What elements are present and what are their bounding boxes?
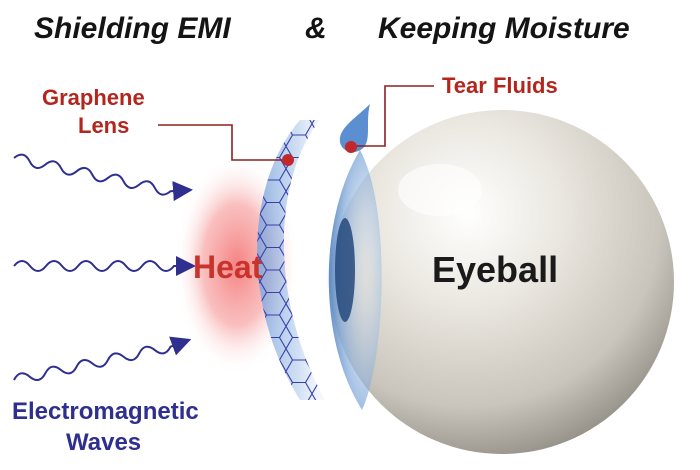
label-tear-fluids: Tear Fluids xyxy=(442,73,558,98)
label-waves: Waves xyxy=(66,429,141,456)
label-lens: Lens xyxy=(78,113,129,138)
heading-keeping-moisture: Keeping Moisture xyxy=(378,12,630,45)
wave-arrow-icon-bottom xyxy=(13,336,192,382)
label-eyeball: Eyeball xyxy=(432,249,558,290)
lens-marker-dot xyxy=(282,154,294,166)
eyeball-highlight xyxy=(398,164,482,216)
heading-shielding-emi: Shielding EMI xyxy=(34,12,231,45)
label-electromagnetic: Electromagnetic xyxy=(12,398,199,425)
label-heat: Heat xyxy=(193,249,263,285)
wave-arrow-icon-top xyxy=(13,153,194,202)
heading-ampersand: & xyxy=(305,12,327,45)
tear-drop-icon xyxy=(339,104,370,153)
tear-marker-dot xyxy=(345,141,357,153)
cornea xyxy=(328,150,382,410)
label-graphene: Graphene xyxy=(42,85,145,110)
pupil-edge xyxy=(335,218,355,322)
wave-arrow-icon-middle xyxy=(13,256,196,276)
tear-leader-line xyxy=(352,85,434,147)
lens-leader-line xyxy=(158,124,288,161)
